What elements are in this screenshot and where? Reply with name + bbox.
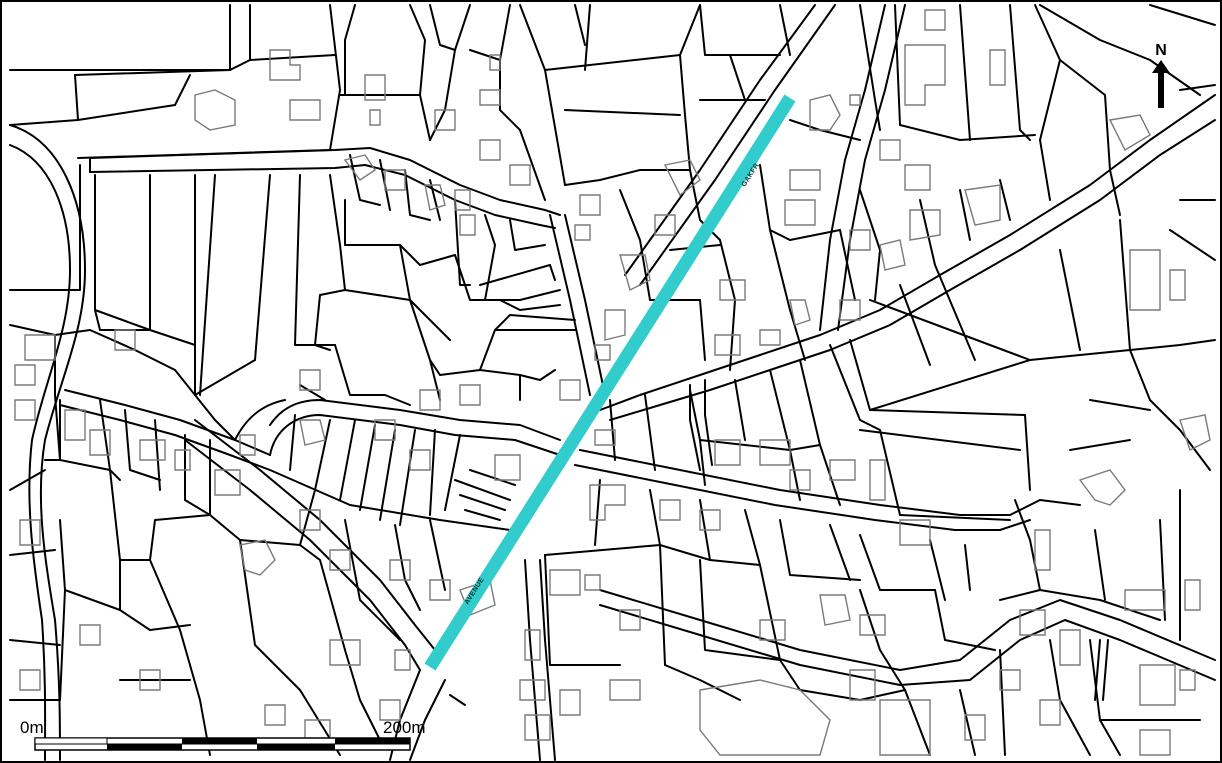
scale-bar-segment [182,738,257,744]
scale-bar-segment [107,744,182,750]
scale-bar-segment [335,738,410,744]
scale-bar-segment [257,744,335,750]
scale-bar: 0m 200m [20,718,426,751]
road-network [9,4,1216,761]
route-line[interactable] [424,94,796,671]
north-arrow-icon [1152,60,1170,108]
buildings [14,9,1211,756]
scale-end-label: 200m [383,718,426,737]
scale-bar-segment [34,737,108,745]
north-label: N [1155,42,1167,59]
scale-start-label: 0m [20,718,44,737]
parcel-boundaries [9,4,1216,756]
north-arrow: N [1152,42,1170,108]
